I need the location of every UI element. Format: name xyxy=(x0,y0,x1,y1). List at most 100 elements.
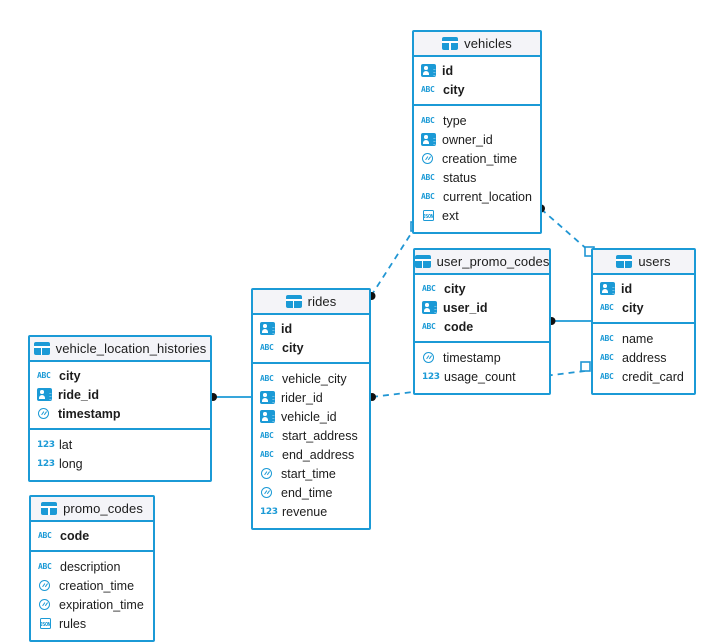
field-row[interactable]: ABC name xyxy=(593,329,694,348)
id-icon xyxy=(422,301,437,314)
field-row[interactable]: creation_time xyxy=(31,576,153,595)
field-name: id xyxy=(281,321,293,336)
primary-key-section: id ABC city xyxy=(414,57,540,106)
field-row[interactable]: id xyxy=(593,279,694,298)
field-row[interactable]: 123 revenue xyxy=(253,502,369,521)
field-row[interactable]: ABC credit_card xyxy=(593,367,694,386)
abc-icon: ABC xyxy=(421,116,435,125)
abc-icon: ABC xyxy=(37,371,51,380)
abc-icon: ABC xyxy=(600,334,614,343)
abc-icon: ABC xyxy=(260,374,274,383)
entity-user-promo-codes[interactable]: user_promo_codes ABC city user_id ABC co… xyxy=(413,248,551,395)
field-row[interactable]: ride_id xyxy=(30,385,210,404)
field-row[interactable]: ABC city xyxy=(253,338,369,357)
id-icon xyxy=(260,322,275,335)
field-row[interactable]: JSON rules xyxy=(31,614,153,633)
json-icon: JSON xyxy=(38,616,53,631)
abc-icon: ABC xyxy=(260,343,274,352)
field-row[interactable]: ABC code xyxy=(31,526,153,545)
numeric-icon: 123 xyxy=(37,440,55,450)
field-name: revenue xyxy=(282,504,328,519)
field-row[interactable]: vehicle_id xyxy=(253,407,369,426)
entity-vehicles[interactable]: vehicles id ABC city ABC type owner_id xyxy=(412,30,542,234)
field-row[interactable]: user_id xyxy=(415,298,549,317)
field-name: type xyxy=(443,113,467,128)
field-row[interactable]: ABC city xyxy=(30,366,210,385)
entity-header-vehicles: vehicles xyxy=(414,32,540,57)
json-icon-label: JSON xyxy=(39,621,51,628)
field-name: owner_id xyxy=(442,132,493,147)
field-row[interactable]: timestamp xyxy=(30,404,210,423)
field-name: code xyxy=(60,528,90,543)
field-name: id xyxy=(621,281,633,296)
column-section: ABC description creation_time expiration… xyxy=(31,552,153,640)
field-row[interactable]: ABC description xyxy=(31,557,153,576)
field-row[interactable]: expiration_time xyxy=(31,595,153,614)
field-row[interactable]: ABC city xyxy=(415,279,549,298)
field-row[interactable]: start_time xyxy=(253,464,369,483)
field-name: start_address xyxy=(282,428,358,443)
primary-key-section: ABC city ride_id timestamp xyxy=(30,362,210,430)
field-row[interactable]: creation_time xyxy=(414,149,540,168)
field-row[interactable]: ABC status xyxy=(414,168,540,187)
id-icon xyxy=(421,133,436,146)
entity-header-user-promo-codes: user_promo_codes xyxy=(414,250,549,275)
edge-vehiclelocationhistories-to-rides[interactable] xyxy=(209,393,252,401)
field-row[interactable]: ABC address xyxy=(593,348,694,367)
primary-key-section: id ABC city xyxy=(253,315,369,364)
table-icon xyxy=(442,37,459,50)
field-name: creation_time xyxy=(442,151,518,166)
field-row[interactable]: ABC code xyxy=(415,317,549,336)
abc-icon: ABC xyxy=(421,192,435,201)
field-name: start_time xyxy=(281,466,336,481)
field-name: city xyxy=(444,281,466,296)
field-name: long xyxy=(59,456,83,471)
field-row[interactable]: ABC type xyxy=(414,111,540,130)
table-icon xyxy=(33,342,50,355)
field-row[interactable]: id xyxy=(253,319,369,338)
edge-userpromocodes-to-users[interactable] xyxy=(547,317,593,325)
clock-icon xyxy=(260,466,275,481)
entity-title: vehicles xyxy=(464,36,512,51)
entity-promo-codes[interactable]: promo_codes ABC code ABC description cre… xyxy=(29,495,155,642)
field-row[interactable]: ABC city xyxy=(593,298,694,317)
field-name: end_time xyxy=(281,485,333,500)
column-section: timestamp 123 usage_count xyxy=(415,343,549,393)
field-row[interactable]: ABC city xyxy=(414,80,540,99)
field-name: vehicle_id xyxy=(281,409,337,424)
field-name: address xyxy=(622,350,667,365)
field-row[interactable]: 123 lat xyxy=(30,435,210,454)
clock-icon xyxy=(38,578,53,593)
entity-users[interactable]: users id ABC city ABC name ABC address A… xyxy=(591,248,696,395)
field-name: name xyxy=(622,331,654,346)
field-row[interactable]: JSON ext xyxy=(414,206,540,225)
field-name: city xyxy=(443,82,465,97)
field-name: ride_id xyxy=(58,387,99,402)
entity-title: rides xyxy=(307,294,337,309)
clock-icon xyxy=(37,406,52,421)
field-row[interactable]: ABC current_location xyxy=(414,187,540,206)
clock-icon xyxy=(38,597,53,612)
field-row[interactable]: owner_id xyxy=(414,130,540,149)
entity-title: users xyxy=(638,254,671,269)
field-row[interactable]: ABC start_address xyxy=(253,426,369,445)
field-row[interactable]: 123 usage_count xyxy=(415,367,549,386)
field-row[interactable]: id xyxy=(414,61,540,80)
entity-vehicle-location-histories[interactable]: vehicle_location_histories ABC city ride… xyxy=(28,335,212,482)
field-name: city xyxy=(282,340,304,355)
field-row[interactable]: timestamp xyxy=(415,348,549,367)
field-name: user_id xyxy=(443,300,488,315)
field-row[interactable]: ABC end_address xyxy=(253,445,369,464)
entity-rides[interactable]: rides id ABC city ABC vehicle_city rider… xyxy=(251,288,371,530)
primary-key-section: ABC city user_id ABC code xyxy=(415,275,549,343)
entity-header-rides: rides xyxy=(253,290,369,315)
field-row[interactable]: rider_id xyxy=(253,388,369,407)
abc-icon: ABC xyxy=(422,322,436,331)
field-row[interactable]: ABC vehicle_city xyxy=(253,369,369,388)
column-section: 123 lat 123 long xyxy=(30,430,210,480)
field-row[interactable]: end_time xyxy=(253,483,369,502)
id-icon xyxy=(37,388,52,401)
field-row[interactable]: 123 long xyxy=(30,454,210,473)
field-name: timestamp xyxy=(443,350,501,365)
